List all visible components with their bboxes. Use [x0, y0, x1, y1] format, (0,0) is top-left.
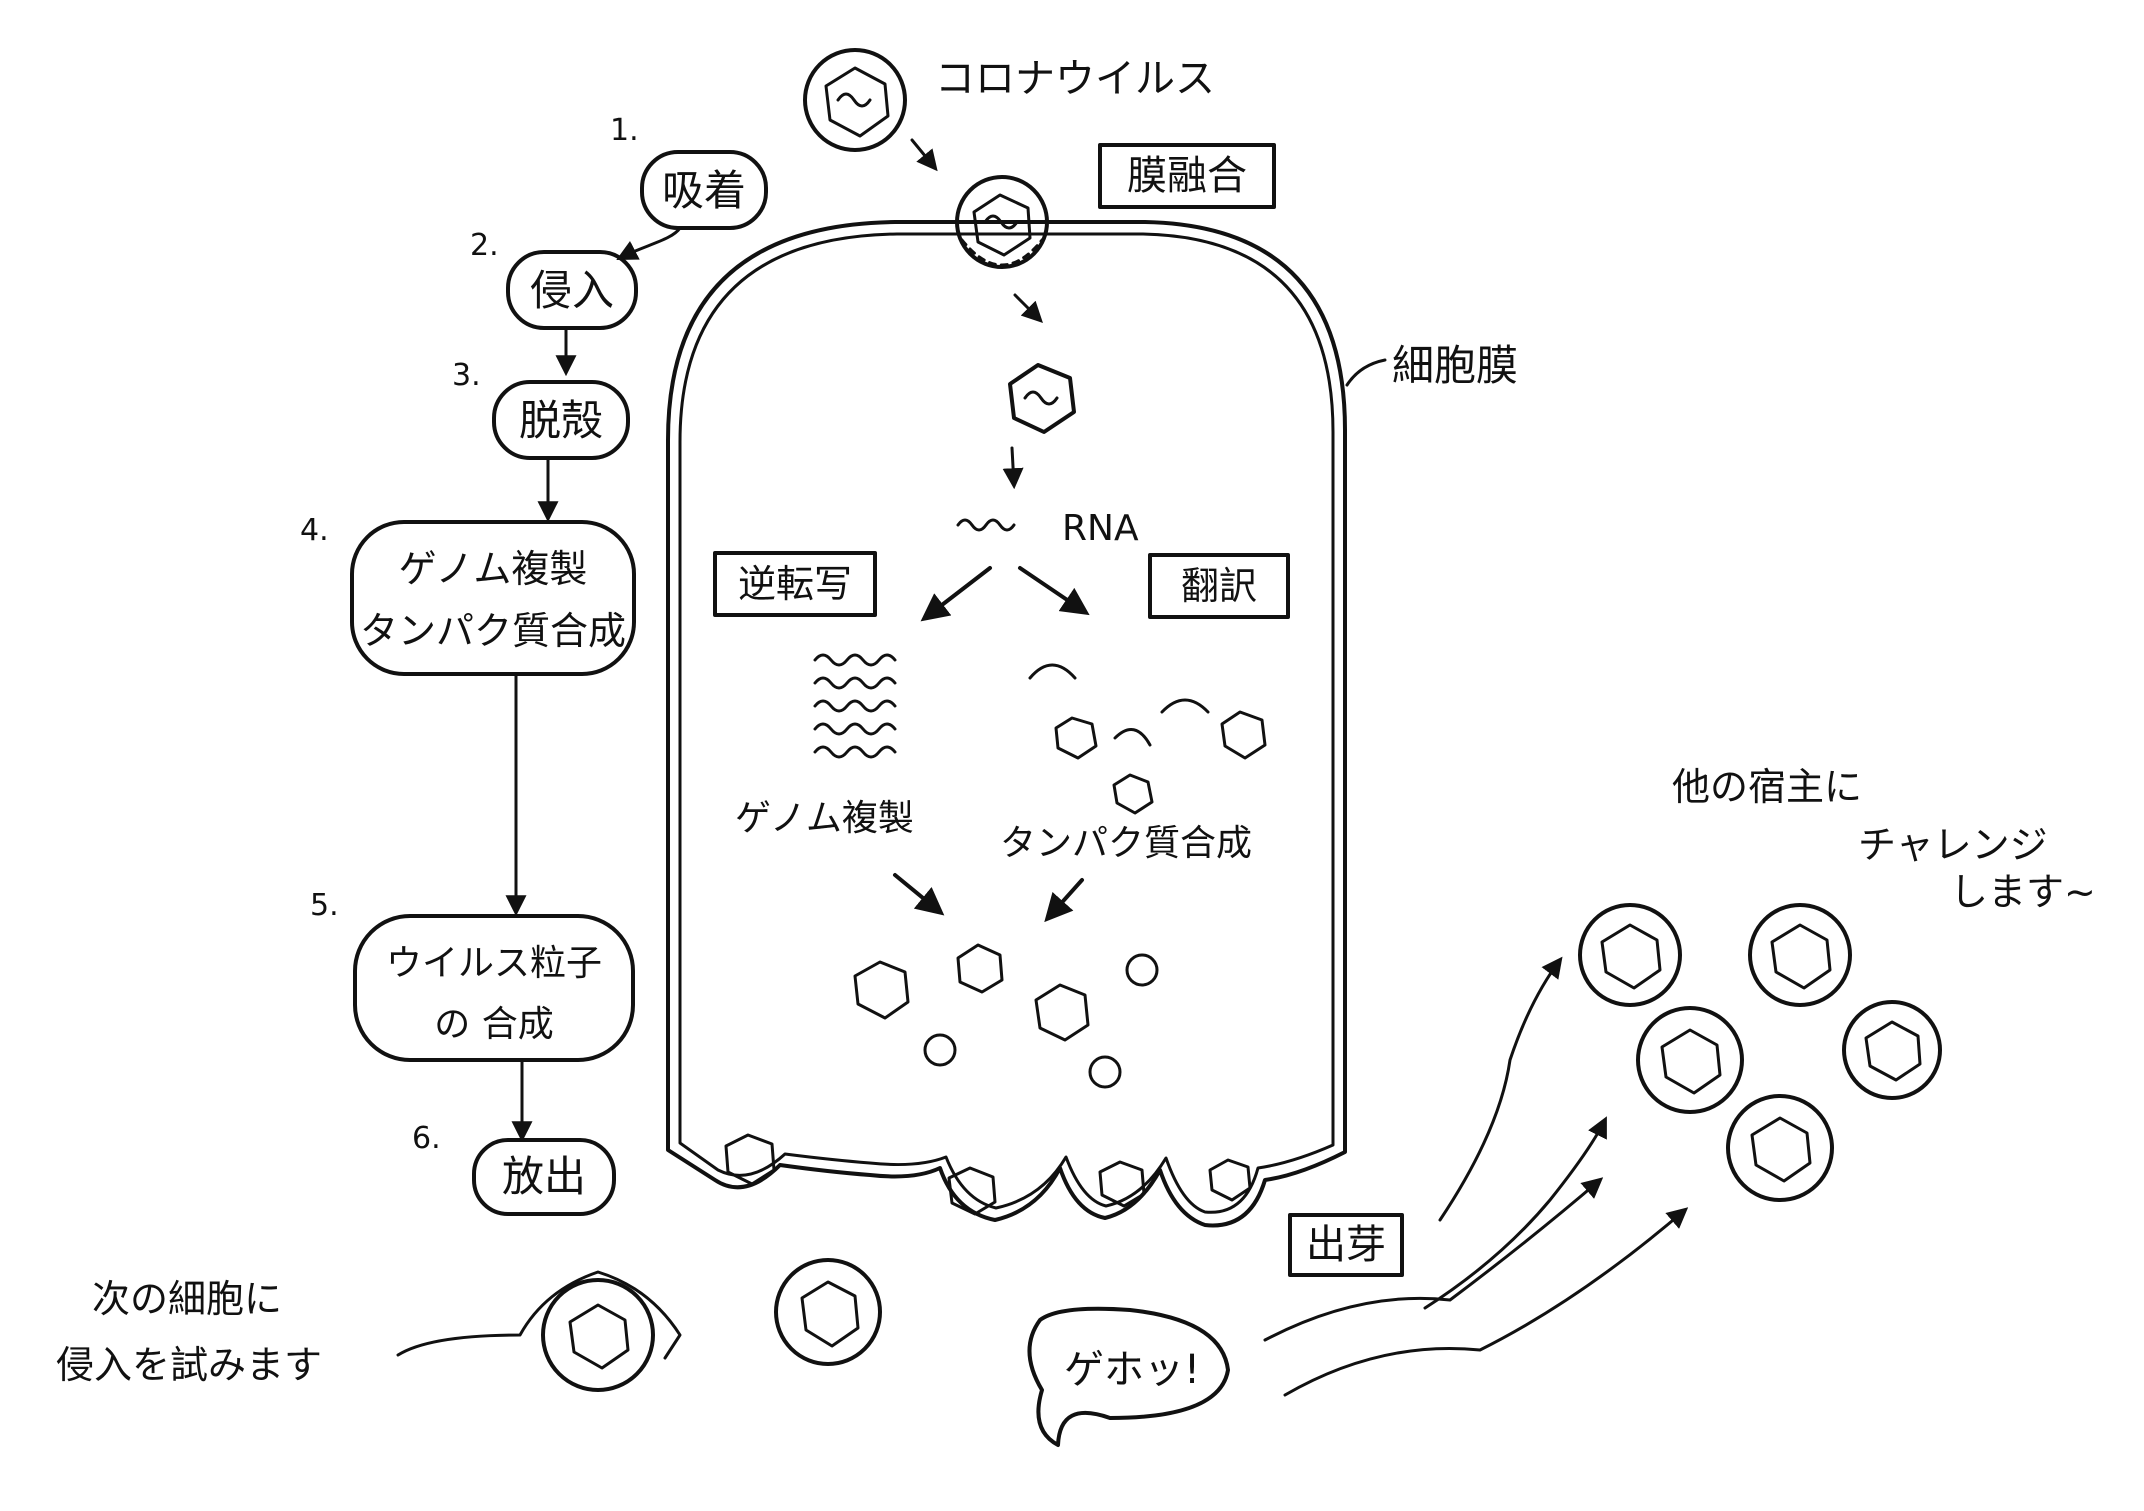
virus-cloud — [1578, 903, 1942, 1202]
other-host-note-line2: チャレンジ — [1858, 823, 2048, 867]
cough-label: ゲホッ! — [1064, 1347, 1200, 1393]
reverse-transcription-label: 逆転写 — [738, 562, 852, 606]
protein-synthesis-label: タンパク質合成 — [1000, 823, 1252, 864]
step-5-number: 5. — [310, 888, 339, 923]
membrane-fusion-label: 膜融合 — [1127, 153, 1247, 199]
cell-membrane-label: 細胞膜 — [1392, 341, 1518, 390]
translation-label: 翻訳 — [1181, 564, 1257, 608]
rna-strand — [956, 518, 1016, 532]
arrow-entry-down — [1013, 293, 1043, 323]
next-cell-note-line2: 侵入を試みます — [56, 1343, 322, 1387]
spread-arrow-3 — [1438, 956, 1563, 1222]
cell-membrane-outer — [666, 220, 1347, 1228]
other-host-note-line1: 他の宿主に — [1672, 765, 1862, 809]
arrow-genome-to-assembly — [893, 873, 945, 916]
arrow-rna-to-replication — [920, 566, 992, 622]
step-5-box — [353, 914, 635, 1062]
step-1-box — [640, 150, 768, 230]
step-5-label-line1: ウイルス粒子 — [386, 943, 602, 984]
virus-label: コロナウイルス — [935, 56, 1215, 102]
step-5-label-line2: の 合成 — [434, 1004, 553, 1045]
spread-arrow-1 — [1263, 1177, 1604, 1342]
arrow-protein-to-assembly — [1044, 878, 1084, 923]
step-4-box — [350, 520, 636, 676]
arrow-to-rna — [1002, 446, 1024, 490]
step-4-label-line1: ゲノム複製 — [399, 547, 588, 591]
next-cell-note-line1: 次の細胞に — [92, 1277, 282, 1321]
cell-membrane-inner — [678, 232, 1335, 1214]
genome-replication-label: ゲノム複製 — [735, 798, 914, 839]
arrow-rna-to-translation — [1018, 566, 1090, 616]
translation-box — [1148, 553, 1290, 619]
step-3-number: 3. — [452, 358, 481, 393]
released-virus — [774, 1258, 882, 1366]
arrow-step1-to-2 — [616, 226, 682, 260]
step-6-label: 放出 — [502, 1152, 586, 1201]
budding-particles — [724, 1133, 1252, 1216]
budding-box — [1288, 1213, 1404, 1277]
capsid-uncoating — [1008, 363, 1076, 434]
reverse-transcription-box — [713, 551, 877, 617]
budding-label: 出芽 — [1306, 1222, 1386, 1268]
step-1-label: 吸着 — [662, 166, 746, 215]
step-4-number: 4. — [300, 513, 329, 548]
virus-entering-next-cell — [396, 1270, 682, 1392]
cell-membrane-pointer — [1345, 358, 1387, 387]
spread-arrow-4 — [1423, 1116, 1607, 1310]
virus-incoming — [803, 48, 907, 152]
host-cell — [666, 220, 1347, 1228]
other-host-note-line3: します~ — [1950, 870, 2096, 914]
step-2-label: 侵入 — [530, 266, 614, 315]
step-6-number: 6. — [412, 1121, 441, 1156]
step-1-number: 1. — [610, 113, 639, 148]
replicated-genomes — [813, 653, 897, 759]
rna-label: RNA — [1062, 508, 1139, 549]
spread-arrow-2 — [1283, 1207, 1689, 1397]
assembling-particles — [853, 943, 1159, 1089]
step-4-label-line2: タンパク質合成 — [360, 609, 626, 653]
step-3-label: 脱殻 — [519, 396, 603, 445]
virus-fusing — [955, 175, 1049, 269]
membrane-fusion-box — [1098, 143, 1276, 209]
step-flowchart: 1. 吸着 2. 侵入 3. 脱殻 4. ゲノム複製 タンパク質合成 5. ウイ… — [300, 113, 768, 1216]
cough-bubble — [1027, 1306, 1230, 1447]
step-2-number: 2. — [470, 228, 499, 263]
arrow-virus-to-cell — [910, 138, 938, 172]
step-3-box — [492, 380, 630, 460]
synthesized-proteins — [1028, 663, 1267, 815]
step-2-box — [506, 250, 638, 330]
step-6-box — [472, 1138, 616, 1216]
